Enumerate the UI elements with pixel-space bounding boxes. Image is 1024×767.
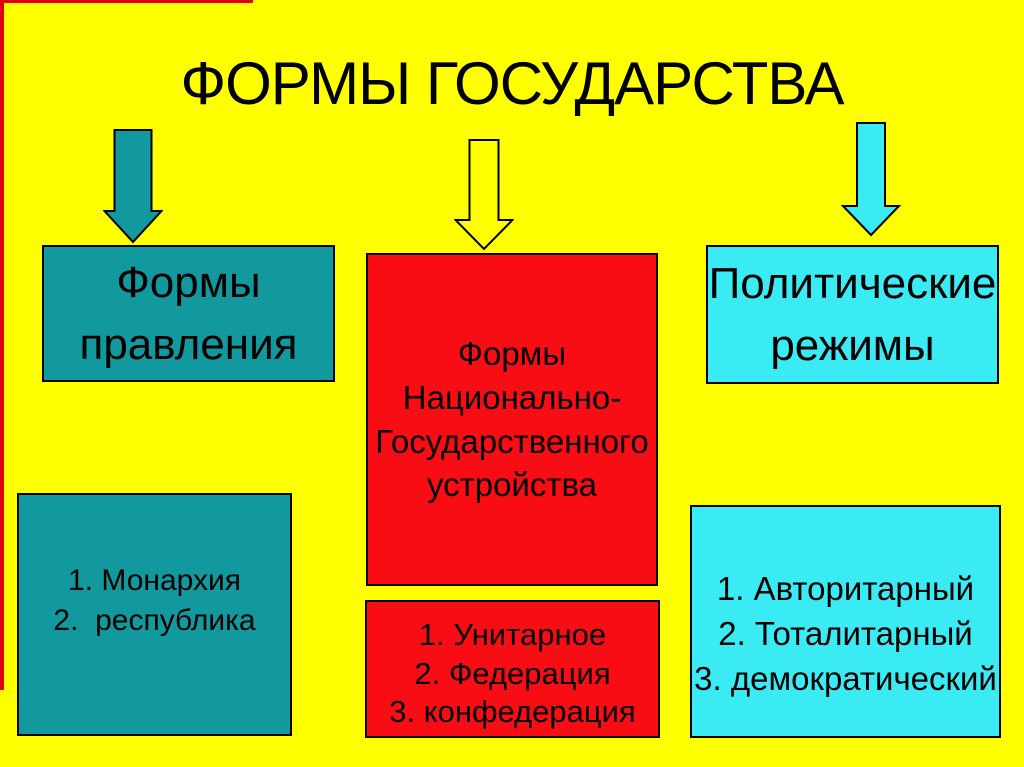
red-frame-left-edge xyxy=(0,0,4,690)
national-structure-line: Национально- xyxy=(402,378,622,416)
list-item: 3. демократический xyxy=(694,659,997,697)
forms-of-rule-box: Формы правления xyxy=(42,245,335,382)
outlined-down-arrow-icon xyxy=(454,139,514,251)
list-item: 1. Авторитарный xyxy=(716,570,975,608)
list-item: 2. Тоталитарный xyxy=(718,615,973,653)
national-structure-line: устройства xyxy=(426,466,597,504)
political-regimes-line: Политические xyxy=(708,258,997,308)
list-item: 3. конфедерация xyxy=(389,694,636,730)
list-item: 1. Унитарное xyxy=(418,617,607,653)
slide-title: ФОРМЫ ГОСУДАРСТВА xyxy=(180,50,845,117)
national-structure-line: Формы xyxy=(457,334,567,372)
forms-of-rule-line: Формы xyxy=(116,257,261,307)
unitary-federation-list-box: 1. Унитарное 2. Федерация 3. конфедераци… xyxy=(365,600,660,738)
list-item: 2. Федерация xyxy=(414,655,611,691)
national-structure-box: Формы Национально- Государственного устр… xyxy=(366,253,658,586)
national-structure-line: Государственного xyxy=(375,422,649,460)
list-item: 1. Монархия xyxy=(68,563,241,597)
teal-down-arrow-icon xyxy=(103,129,163,244)
list-item: 2. республика xyxy=(53,603,256,637)
monarchy-republic-list-box: 1. Монархия 2. республика xyxy=(17,493,292,736)
political-regimes-box: Политические режимы xyxy=(706,245,999,384)
political-regimes-line: режимы xyxy=(770,320,935,370)
cyan-down-arrow-icon xyxy=(841,122,901,237)
red-frame-top-edge xyxy=(0,0,253,3)
regime-types-list-box: 1. Авторитарный 2. Тоталитарный 3. демок… xyxy=(690,505,1001,738)
forms-of-rule-line: правления xyxy=(79,319,298,369)
